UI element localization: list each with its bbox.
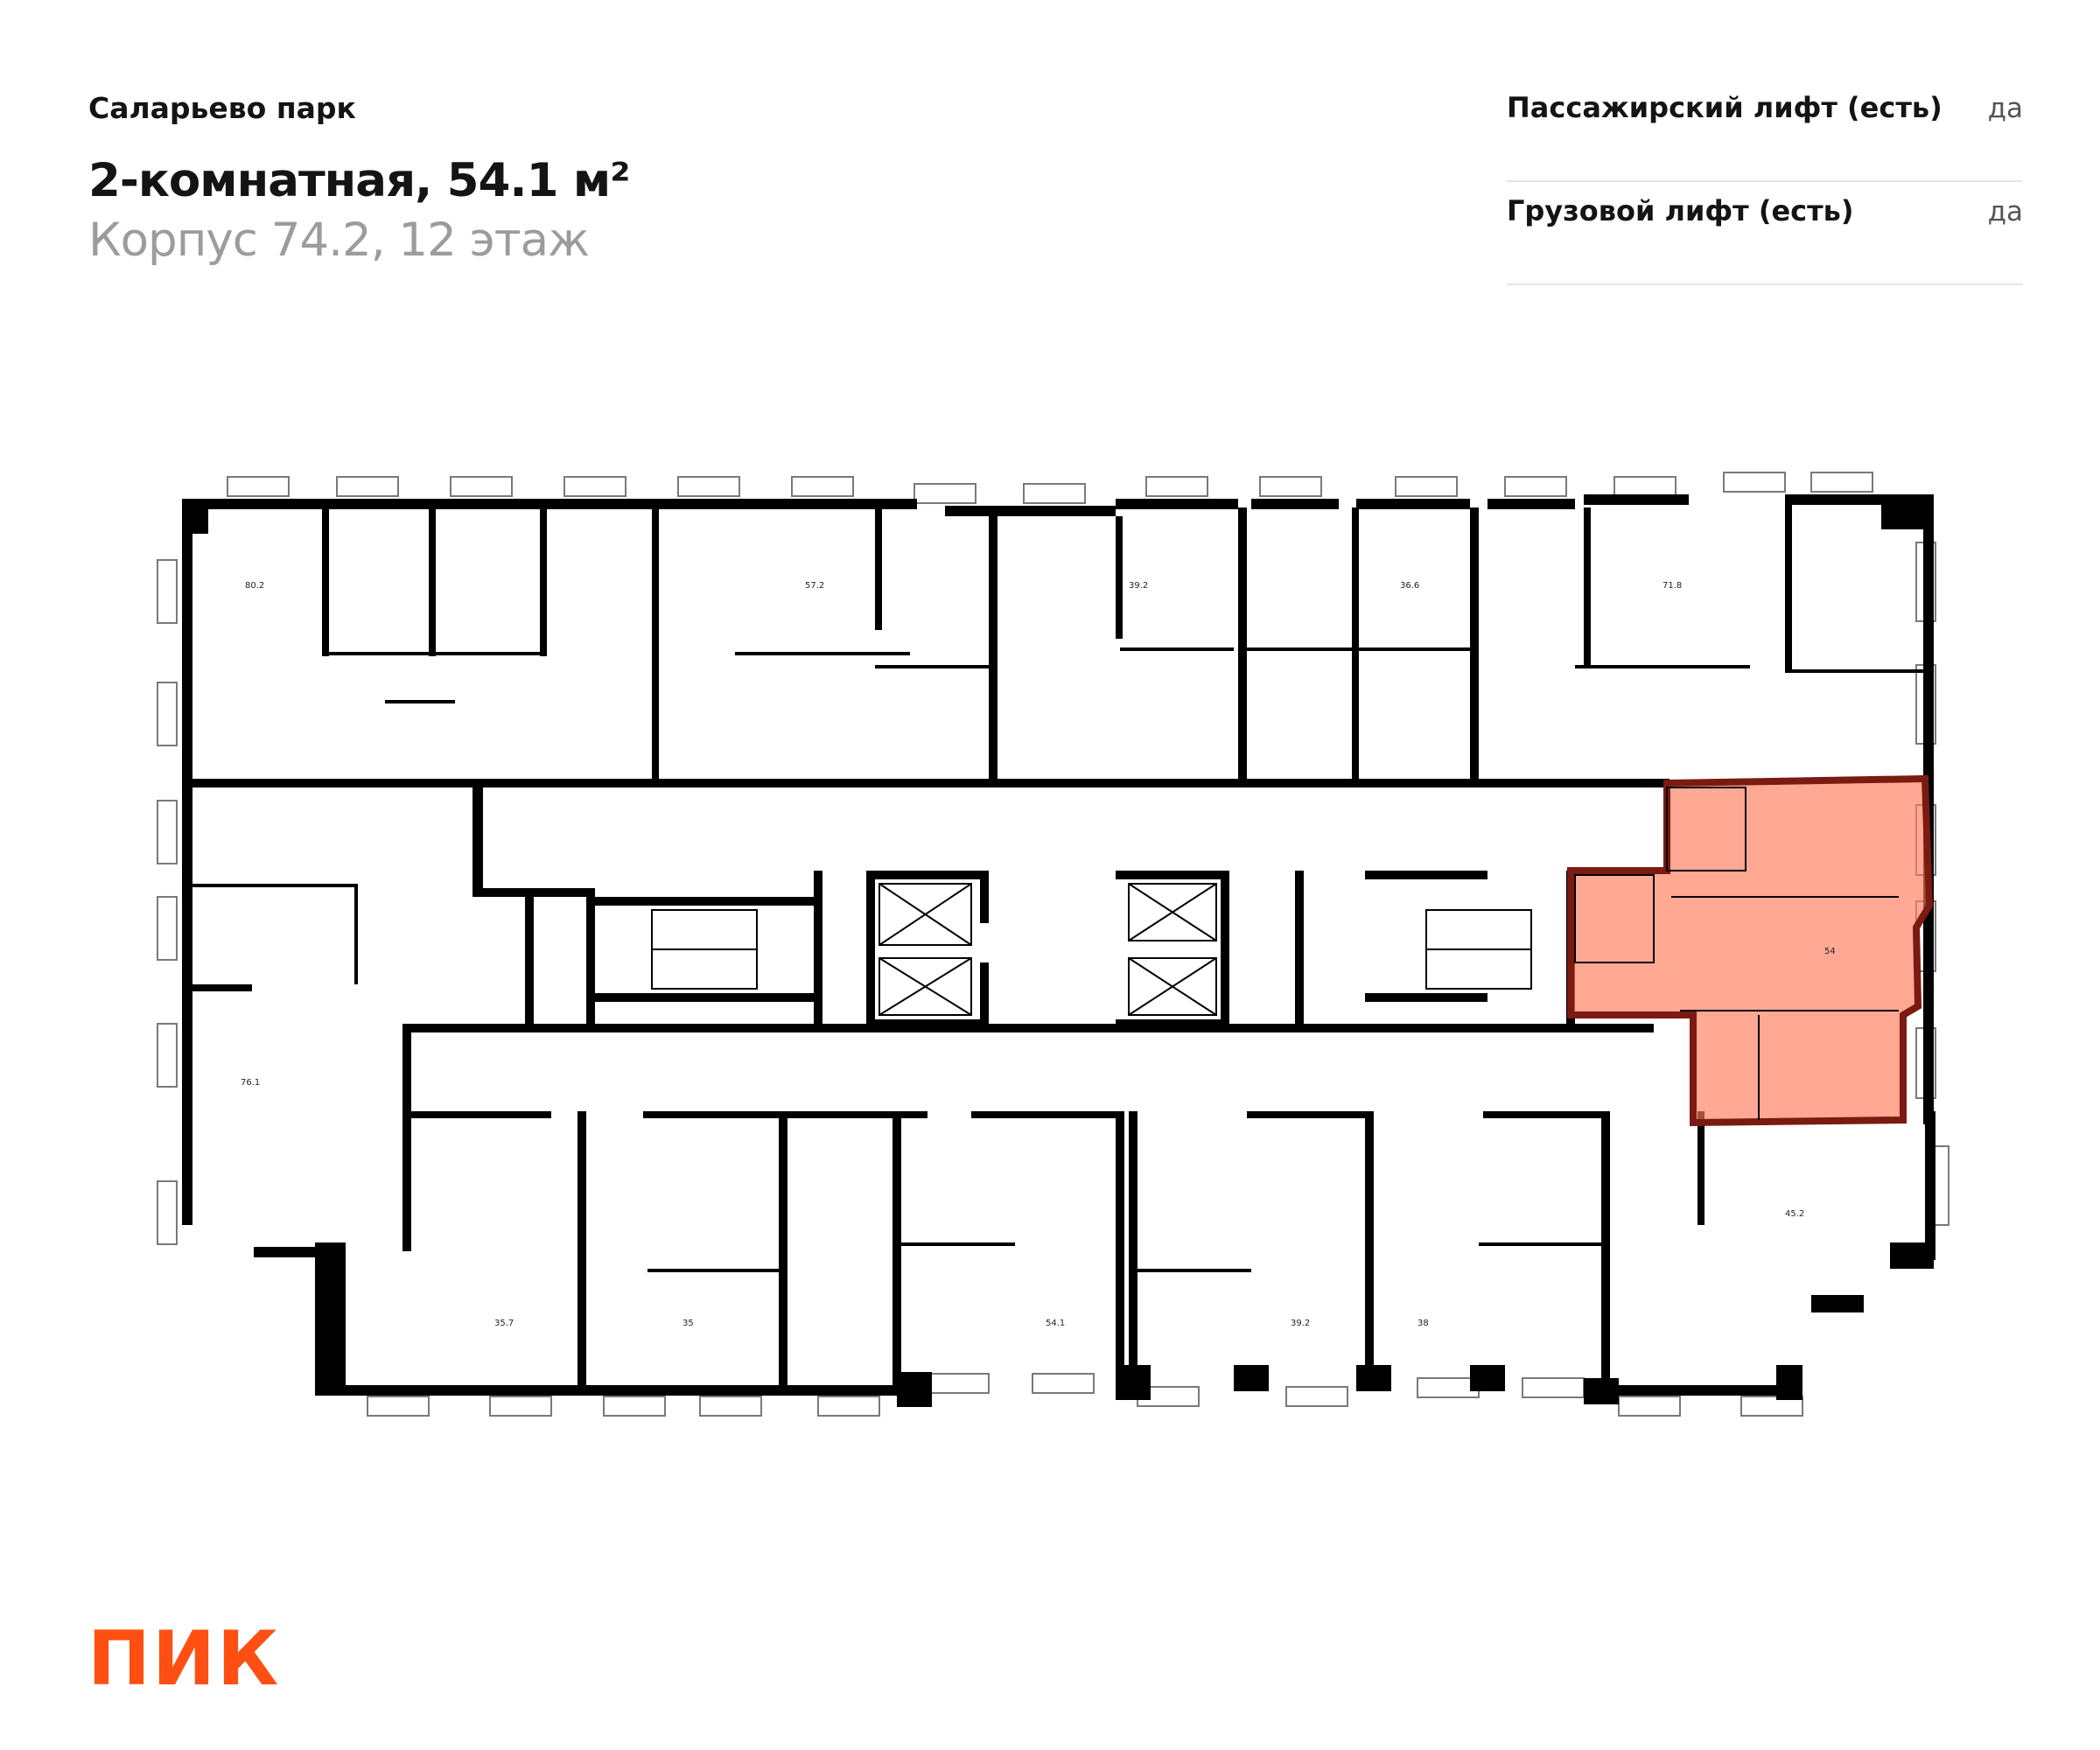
area-labels: 80.2 57.2 39.2 36.6 71.8 76.1 35.7 35 54…: [241, 581, 1836, 1328]
interior-walls-bottom: [182, 884, 1704, 1391]
apartment-title: 2-комнатная, 54.1 м²: [88, 154, 630, 207]
area-label: 35.7: [494, 1319, 514, 1328]
property-value: да: [1987, 93, 2023, 124]
area-label: 57.2: [805, 581, 824, 591]
properties-list: Пассажирский лифт (есть) да Грузовой лиф…: [1507, 79, 2023, 285]
property-label: Пассажирский лифт (есть): [1507, 91, 1942, 124]
property-label: Грузовой лифт (есть): [1507, 194, 1854, 228]
building-floor-subtitle: Корпус 74.2, 12 этаж: [88, 214, 590, 267]
windows-left: [157, 559, 178, 1245]
windows-top: [227, 472, 1873, 504]
lift-and-stairs: [651, 883, 1532, 1016]
area-label: 38: [1418, 1319, 1429, 1328]
interior-walls-top: [322, 503, 1925, 788]
highlighted-area-label: 54: [1824, 947, 1836, 956]
area-label: 45.2: [1785, 1209, 1804, 1219]
project-name: Саларьево парк: [88, 91, 356, 125]
property-row-freight-lift: Грузовой лифт (есть) да: [1507, 182, 2023, 285]
pik-logo: ПИК: [88, 1615, 281, 1703]
area-label: 71.8: [1662, 581, 1682, 591]
property-value: да: [1987, 196, 2023, 228]
area-label: 39.2: [1129, 581, 1148, 591]
property-row-passenger-lift: Пассажирский лифт (есть) да: [1507, 79, 2023, 182]
area-label: 35: [682, 1319, 694, 1328]
outer-walls: [182, 494, 1936, 1407]
area-label: 39.2: [1291, 1319, 1310, 1328]
area-label: 36.6: [1400, 581, 1419, 591]
area-label: 76.1: [241, 1078, 260, 1088]
area-label: 54.1: [1046, 1319, 1065, 1328]
windows-bottom: [367, 1373, 1803, 1417]
highlighted-apartment: [1567, 774, 1934, 1127]
area-label: 80.2: [245, 581, 264, 591]
